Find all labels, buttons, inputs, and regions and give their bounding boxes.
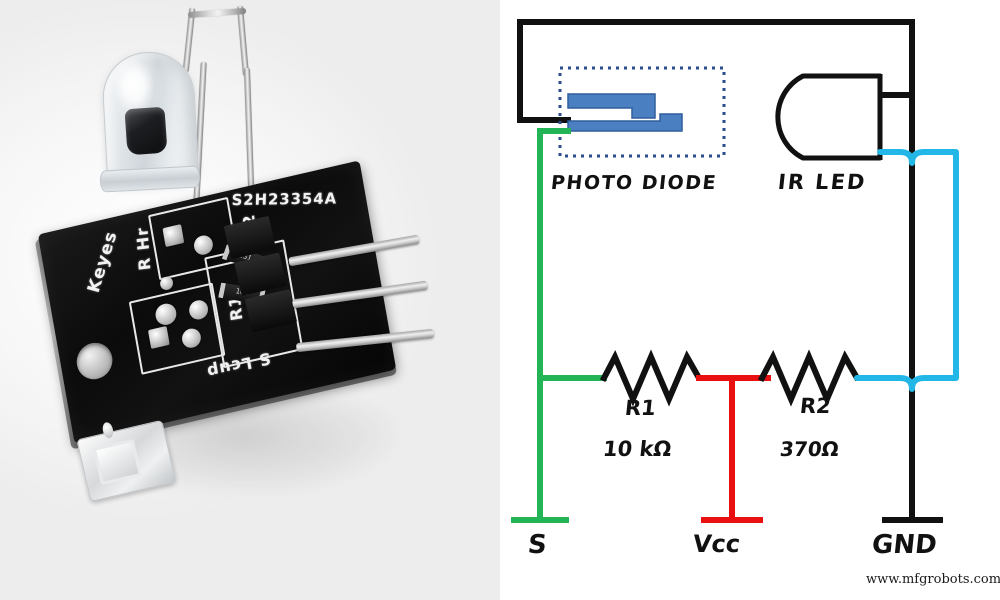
ir-led-symbol [775, 73, 883, 161]
resistor-r2-symbol [757, 349, 865, 407]
r1-label: R1 [623, 396, 658, 420]
circuit-schematic-panel [500, 0, 1000, 600]
terminal-gnd-label: GND [870, 530, 939, 560]
terminal-s-label: S [526, 530, 549, 560]
net-s-green [511, 128, 607, 523]
pin-header-body [244, 289, 298, 333]
silk-marking: S2H23354A [231, 189, 338, 210]
ir-led-emitter-chip [124, 106, 168, 156]
pin-header-body [234, 252, 287, 296]
photodiode-label: PHOTO DIODE [549, 172, 719, 194]
pin-header-body [223, 215, 277, 260]
terminal-vcc-label: Vcc [691, 530, 742, 558]
photodiode-symbol [558, 66, 726, 158]
ir-led-label: IR LED [776, 170, 868, 194]
watermark-text: www.mfgrobots.com [866, 572, 1000, 587]
r2-label: R2 [798, 394, 833, 418]
net-gnd-black [517, 19, 943, 523]
r1-value-label: 10 kΩ [601, 437, 673, 461]
photodiode-dotted-boundary [558, 66, 726, 158]
module-photo-panel: Keyes S2H23354A R Hr R2 R1 S Lcup 331 10… [0, 0, 500, 600]
net-vcc-red [696, 375, 771, 523]
photodiode-lower-plate [567, 113, 683, 132]
resistor-r1-symbol [599, 349, 711, 407]
schematic-drawing [511, 19, 959, 523]
r2-value-label: 370Ω [778, 437, 841, 461]
net-led-return-cyan [854, 149, 959, 392]
photodiode-upper-plate [567, 93, 656, 119]
